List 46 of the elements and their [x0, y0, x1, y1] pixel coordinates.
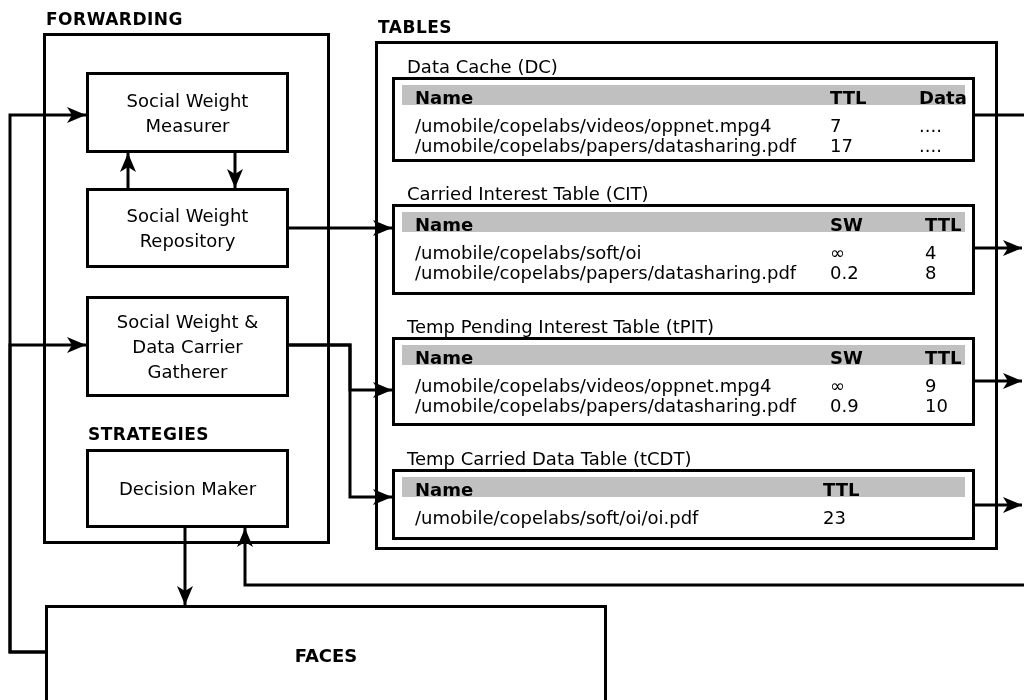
arrow [975, 240, 1022, 256]
table-title: Temp Pending Interest Table (tPIT) [406, 315, 715, 339]
table-title: Data Cache (DC) [406, 55, 559, 79]
box-label: FACES [293, 643, 359, 668]
box-label: Decision Maker [117, 477, 258, 501]
column-header: SW [829, 346, 864, 370]
column-header: Name [414, 86, 475, 110]
group-heading: TABLES [378, 17, 453, 37]
arrow [177, 528, 193, 605]
process-box [86, 449, 289, 528]
table-cell-text: /umobile/copelabs/videos/oppnet.mpg4 [414, 374, 773, 398]
table-title: Temp Carried Data Table (tCDT) [406, 447, 693, 471]
column-header: Name [414, 213, 475, 237]
table-cell-text: 23 [822, 506, 847, 530]
arrow [975, 373, 1022, 389]
arrow [237, 528, 1024, 587]
table-cell-text: /umobile/copelabs/soft/oi [414, 241, 643, 265]
table-title: Carried Interest Table (CIT) [406, 182, 650, 206]
table-cell-text: /umobile/copelabs/videos/oppnet.mpg4 [414, 114, 773, 138]
column-header: SW [829, 213, 864, 237]
process-box [86, 296, 289, 397]
column-header: TTL [924, 213, 963, 237]
table-cell-text: /umobile/copelabs/papers/datasharing.pdf [414, 262, 798, 285]
column-header: TTL [822, 478, 861, 502]
process-box [86, 188, 289, 268]
arrow [227, 153, 243, 188]
column-header: Data [918, 86, 968, 110]
arrow [120, 153, 136, 188]
arrow [289, 343, 392, 505]
section-heading: STRATEGIES [88, 424, 210, 444]
arrow [8, 337, 86, 654]
arrow [975, 497, 1022, 513]
table-cell-text: /umobile/copelabs/papers/datasharing.pdf [414, 135, 798, 158]
box-label: Social Weight Repository [125, 204, 250, 253]
box-label: Social Weight Measurer [125, 88, 250, 138]
arrow [289, 220, 392, 236]
column-header: TTL [829, 86, 868, 110]
column-header: Name [414, 346, 475, 370]
column-header: Name [414, 478, 475, 502]
column-header: TTL [924, 346, 963, 370]
process-box [86, 72, 289, 153]
process-box [45, 605, 607, 700]
table-cell-text: /umobile/copelabs/soft/oi/oi.pdf [414, 506, 700, 530]
table-cell-text: /umobile/copelabs/papers/datasharing.pdf [414, 395, 798, 418]
group-heading: FORWARDING [46, 9, 183, 29]
box-label: Social Weight & Data Carrier Gatherer [115, 310, 260, 384]
